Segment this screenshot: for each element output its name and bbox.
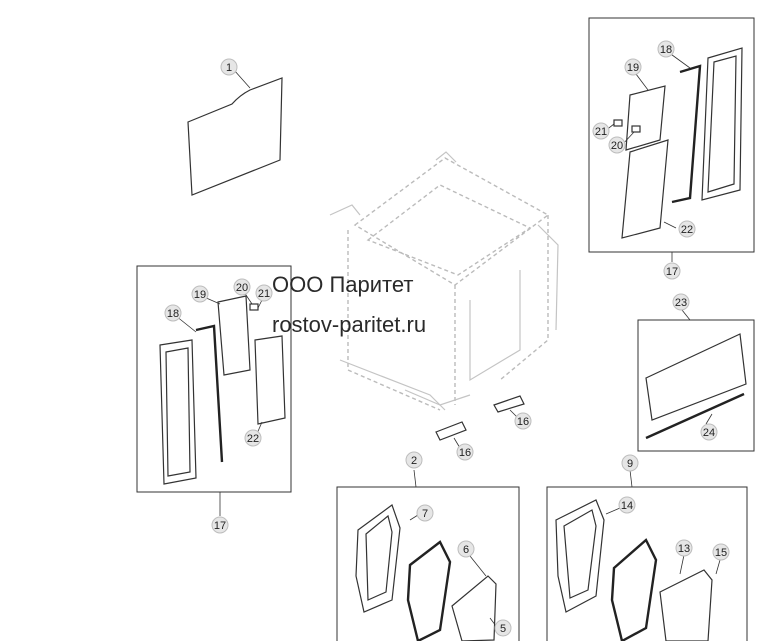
part-1-rear-panel: 1 <box>187 58 283 196</box>
callout-18-right: 18 <box>660 44 672 56</box>
callout-14: 14 <box>621 500 633 512</box>
group-9-door-right: 9 14 13 15 <box>546 454 748 641</box>
callout-16a: 16 <box>517 416 529 428</box>
callout-17-left: 17 <box>214 520 226 532</box>
callout-20-left: 20 <box>236 282 248 294</box>
callout-5: 5 <box>500 623 506 635</box>
callout-19-left: 19 <box>194 289 206 301</box>
group-23-windshield: 23 24 <box>637 293 755 452</box>
callout-22-right: 22 <box>681 224 693 236</box>
callout-21-right: 21 <box>595 126 607 138</box>
callout-17-right: 17 <box>666 266 678 278</box>
callout-9: 9 <box>627 458 633 470</box>
callout-24: 24 <box>703 427 715 439</box>
watermark-company: ООО Паритет <box>272 272 414 297</box>
group-2-door-left: 2 7 6 5 <box>336 451 520 641</box>
group-17-right-door-glass: 18 19 21 20 22 17 <box>588 17 755 280</box>
cab-frame-ghost <box>329 151 559 411</box>
callout-1: 1 <box>226 62 232 74</box>
callout-20-right: 20 <box>611 140 623 152</box>
callout-2: 2 <box>411 455 417 467</box>
callout-15: 15 <box>715 547 727 559</box>
part-16-steps: 16 16 <box>435 395 532 461</box>
callout-16b: 16 <box>459 447 471 459</box>
callout-13: 13 <box>678 543 690 555</box>
watermark-url: rostov-paritet.ru <box>272 312 427 337</box>
callout-22-left: 22 <box>247 433 259 445</box>
callout-23: 23 <box>675 297 687 309</box>
callout-7: 7 <box>422 508 428 520</box>
callout-19-right: 19 <box>627 62 639 74</box>
group-17-left-door-glass: 18 19 20 21 22 17 <box>136 265 292 534</box>
callout-6: 6 <box>463 544 469 556</box>
callout-18-left: 18 <box>167 308 179 320</box>
callout-21-left: 21 <box>258 288 270 300</box>
